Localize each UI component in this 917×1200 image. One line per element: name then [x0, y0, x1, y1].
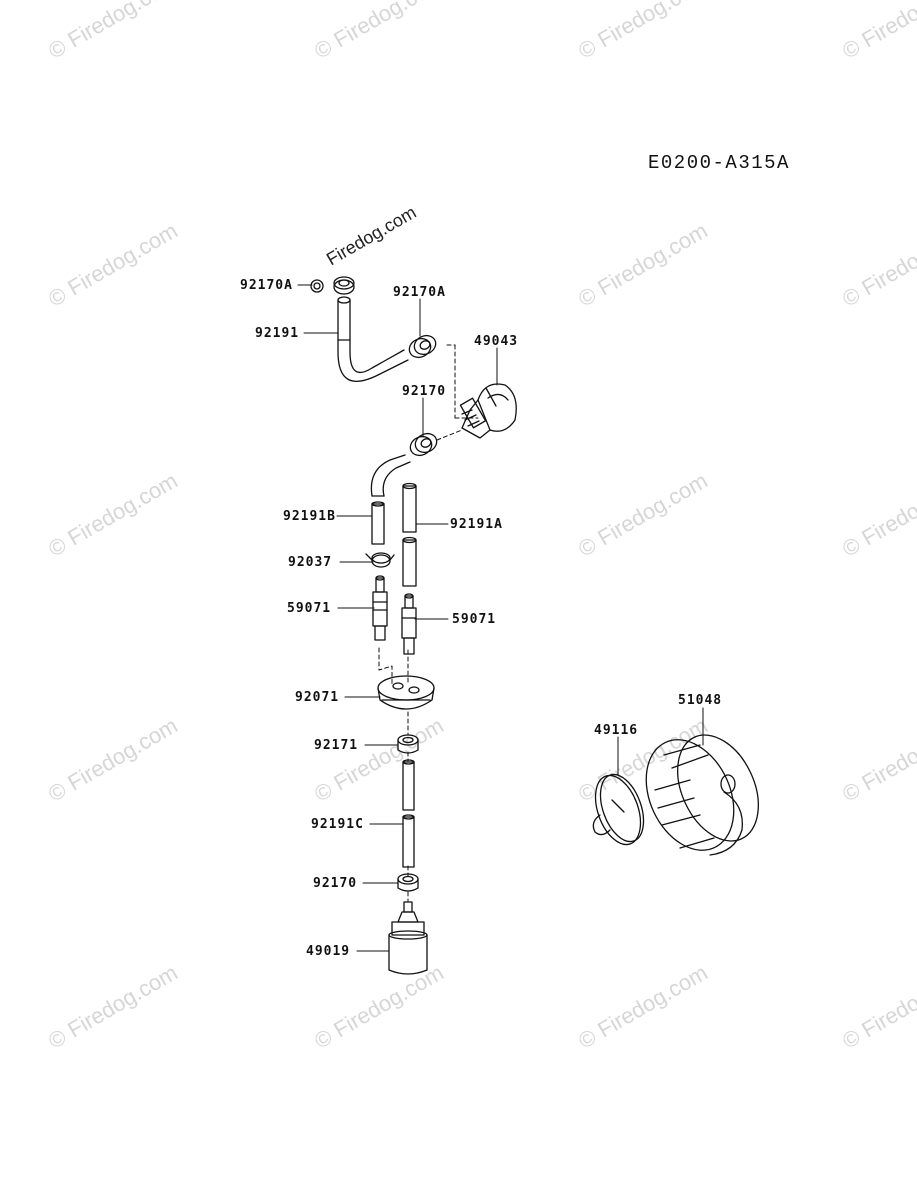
part-label-51048: 51048 — [678, 693, 723, 708]
fuel-hose-icon — [402, 482, 417, 587]
part-label-92170A: 92170A — [240, 278, 293, 293]
clip-ring-icon — [310, 279, 324, 293]
gasket-icon — [592, 773, 645, 846]
diagram-code: E0200-A315A — [648, 152, 790, 174]
fuel-hose-icon — [402, 759, 415, 868]
part-label-92191: 92191 — [255, 326, 300, 341]
primer-pump-icon — [459, 383, 517, 439]
fuel-hose-icon — [370, 454, 411, 545]
part-label-92071: 92071 — [295, 690, 340, 705]
part-label-49043: 49043 — [474, 334, 519, 349]
part-label-92191B: 92191B — [283, 509, 336, 524]
part-label-49019: 49019 — [306, 944, 351, 959]
clip-ring-icon — [333, 276, 355, 295]
clip-ring-icon — [408, 334, 437, 359]
fuel-filter-icon — [388, 901, 428, 975]
part-label-49116: 49116 — [594, 723, 639, 738]
grommet-icon — [377, 675, 435, 710]
part-label-59071: 59071 — [452, 612, 497, 627]
pipe-joint-icon — [401, 593, 417, 655]
fuel-hose-icon — [337, 296, 409, 382]
clip-ring-icon — [397, 873, 419, 892]
pipe-joint-icon — [372, 575, 388, 641]
part-label-59071: 59071 — [287, 601, 332, 616]
part-label-92170: 92170 — [402, 384, 447, 399]
tank-cap-icon — [645, 734, 759, 856]
leader-lines — [297, 284, 704, 952]
part-label-92191A: 92191A — [450, 517, 503, 532]
part-label-92191C: 92191C — [311, 817, 364, 832]
part-label-92171: 92171 — [314, 738, 359, 753]
clip-ring-icon — [397, 734, 419, 754]
clip-ring-icon — [409, 432, 438, 457]
part-label-92170: 92170 — [313, 876, 358, 891]
clamp-icon — [365, 552, 395, 568]
part-label-92170A: 92170A — [393, 285, 446, 300]
part-label-92037: 92037 — [288, 555, 333, 570]
